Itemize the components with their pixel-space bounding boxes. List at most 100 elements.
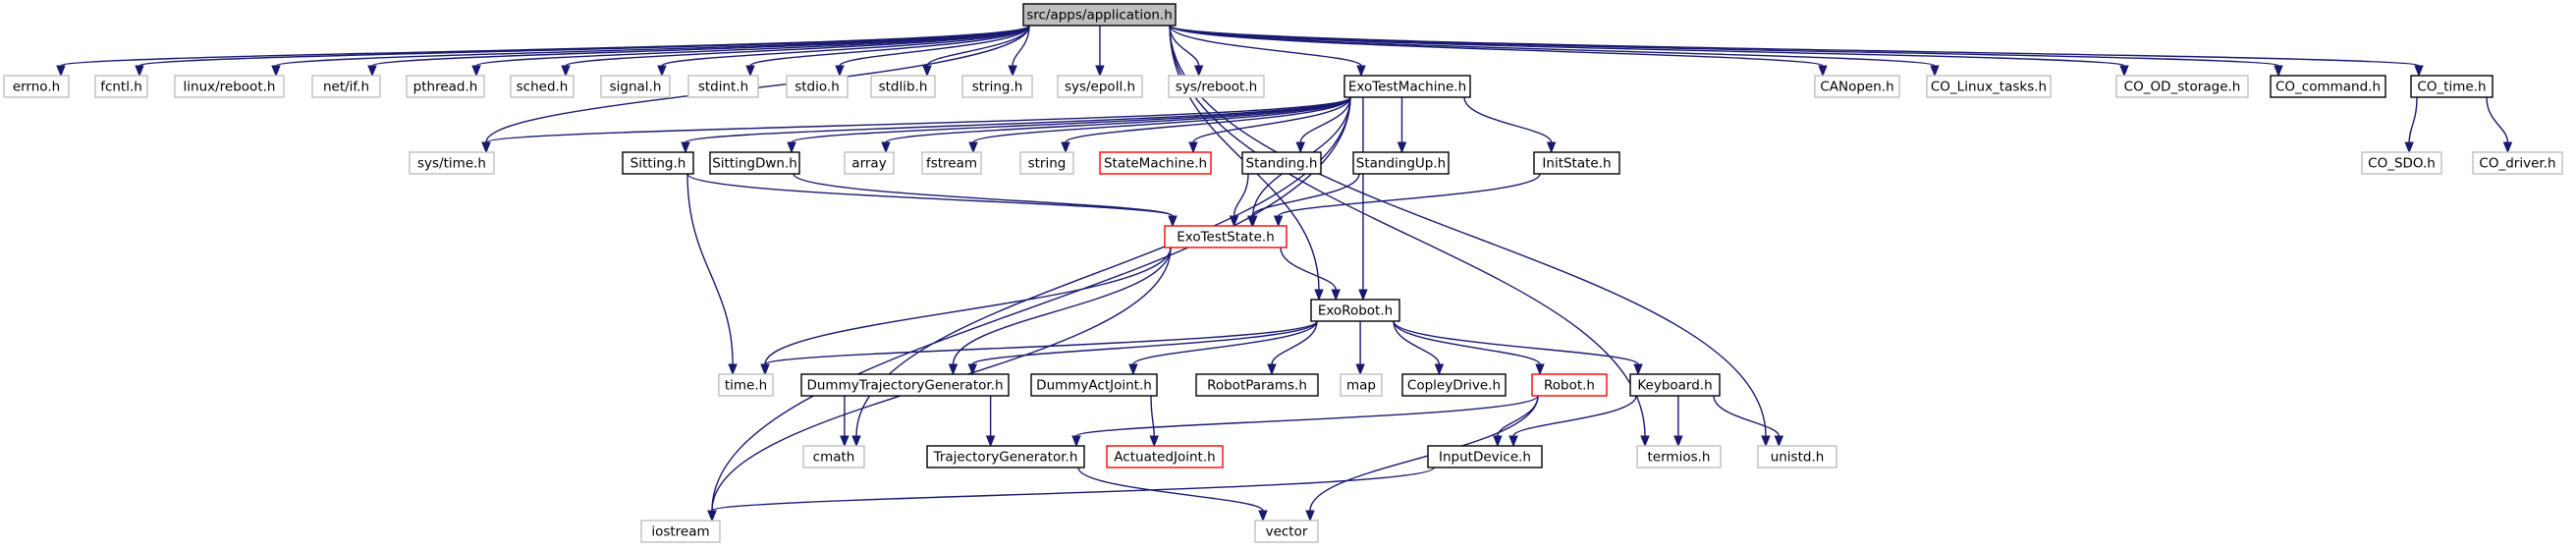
arrowhead-icon <box>271 65 281 78</box>
arrowhead-icon <box>1247 215 1257 228</box>
edge-line <box>485 96 1351 143</box>
node-termios: termios.h <box>1636 445 1722 468</box>
node-box <box>1343 75 1471 98</box>
node-keyboard[interactable]: Keyboard.h <box>1629 373 1721 397</box>
node-cocommand[interactable]: CO_command.h <box>2270 75 2386 98</box>
node-box <box>1757 445 1837 468</box>
node-label: sys/time.h <box>417 156 486 172</box>
arrowhead-icon <box>2119 65 2129 78</box>
node-application[interactable]: src/apps/application.h <box>1022 3 1177 27</box>
node-box <box>640 520 721 543</box>
node-box <box>1533 151 1620 175</box>
node-cmath: cmath <box>802 445 865 468</box>
edge-line <box>1233 173 1249 217</box>
node-iostream: iostream <box>640 520 721 543</box>
node-label: signal.h <box>610 80 662 95</box>
node-box <box>406 75 485 98</box>
node-label: ExoTestState.h <box>1177 230 1275 246</box>
arrowhead-icon <box>840 435 850 448</box>
edge-exorobot-to-dummyact <box>1128 320 1318 376</box>
edge-line <box>1169 25 2420 67</box>
node-standing[interactable]: Standing.h <box>1241 151 1322 175</box>
node-label: errno.h <box>13 80 60 95</box>
edge-line <box>661 25 1030 67</box>
node-exorobot[interactable]: ExoRobot.h <box>1310 299 1400 322</box>
edge-line <box>1169 25 1767 437</box>
arrowhead-icon <box>1356 65 1366 78</box>
node-label: sys/reboot.h <box>1176 80 1257 95</box>
edge-line <box>1393 320 1639 365</box>
node-box <box>1401 373 1507 397</box>
edge-application-to-sched <box>561 25 1030 78</box>
edge-keyboard-to-inputdevice <box>1508 395 1637 448</box>
node-robotparams[interactable]: RobotParams.h <box>1195 373 1319 397</box>
node-box <box>510 75 575 98</box>
node-exotestmachine[interactable]: ExoTestMachine.h <box>1343 75 1471 98</box>
node-box <box>2115 75 2249 98</box>
edge-line <box>1169 25 1824 67</box>
node-trajgen[interactable]: TrajectoryGenerator.h <box>926 445 1085 468</box>
node-dummyact[interactable]: DummyActJoint.h <box>1030 373 1158 397</box>
edge-application-to-unistd <box>1169 25 1771 448</box>
edge-line <box>885 96 1351 143</box>
arrowhead-icon <box>1273 215 1284 228</box>
edge-exotestmachine-to-standingup <box>1397 96 1407 154</box>
edge-application-to-canopen <box>1169 25 1828 78</box>
node-vector: vector <box>1254 520 1319 543</box>
node-inputdevice[interactable]: InputDevice.h <box>1427 445 1543 468</box>
arrowhead-icon <box>1493 435 1503 448</box>
node-box <box>2270 75 2386 98</box>
node-box <box>174 75 285 98</box>
edge-standing-to-exoteststate <box>1229 173 1249 228</box>
node-systime: sys/time.h <box>409 151 495 175</box>
arrowhead-icon <box>135 65 144 78</box>
edge-line <box>952 247 1172 365</box>
edge-keyboard-to-termios <box>1673 396 1683 448</box>
edge-line <box>371 25 1030 67</box>
edge-line <box>1169 25 1646 437</box>
node-actuatedjoint[interactable]: ActuatedJoint.h <box>1106 445 1224 468</box>
arrowhead-icon <box>1508 435 1518 448</box>
node-label: iostream <box>651 524 709 540</box>
node-sittingdwn[interactable]: SittingDwn.h <box>709 151 800 175</box>
edge-line <box>1393 320 1541 365</box>
node-exoteststate[interactable]: ExoTestState.h <box>1164 225 1288 248</box>
edge-sittingdwn-to-exoteststate <box>793 173 1178 228</box>
node-box <box>1057 75 1143 98</box>
node-cotime[interactable]: CO_time.h <box>2410 75 2494 98</box>
edge-line <box>138 25 1030 67</box>
node-map: map <box>1340 373 1383 397</box>
node-box <box>1310 299 1400 322</box>
node-copley[interactable]: CopleyDrive.h <box>1401 373 1507 397</box>
edge-application-to-stdio <box>835 25 1030 78</box>
node-dummytraj[interactable]: DummyTrajectoryGenerator.h <box>800 373 1010 397</box>
arrowhead-icon <box>948 363 959 376</box>
arrowhead-icon <box>835 65 845 78</box>
arrowhead-icon <box>1434 363 1445 376</box>
node-sched: sched.h <box>510 75 575 98</box>
node-standingup[interactable]: StandingUp.h <box>1352 151 1450 175</box>
arrowhead-icon <box>471 65 481 78</box>
edge-inputdevice-to-iostream <box>707 467 1435 522</box>
edge-application-to-netif <box>367 25 1030 78</box>
node-label: linux/reboot.h <box>184 80 276 95</box>
node-initstate[interactable]: InitState.h <box>1533 151 1620 175</box>
edge-line <box>1077 467 1264 512</box>
arrowhead-icon <box>1095 65 1105 78</box>
edge-application-to-string_h <box>1008 25 1030 78</box>
node-label: vector <box>1266 524 1308 540</box>
edge-exotestmachine-to-statemachine <box>1188 96 1351 154</box>
node-fstream: fstream <box>921 151 982 175</box>
edge-line <box>791 96 1351 143</box>
edge-application-to-exotestmachine <box>1169 25 1366 78</box>
node-label: CO_SDO.h <box>2368 156 2436 172</box>
edge-line <box>1192 96 1351 143</box>
arrowhead-icon <box>787 141 796 154</box>
node-label: stdio.h <box>795 80 840 95</box>
edge-line <box>1075 395 1539 437</box>
node-robot[interactable]: Robot.h <box>1531 373 1608 397</box>
arrowhead-icon <box>1229 215 1239 228</box>
node-statemachine[interactable]: StateMachine.h <box>1099 151 1212 175</box>
node-sitting[interactable]: Sitting.h <box>622 151 694 175</box>
